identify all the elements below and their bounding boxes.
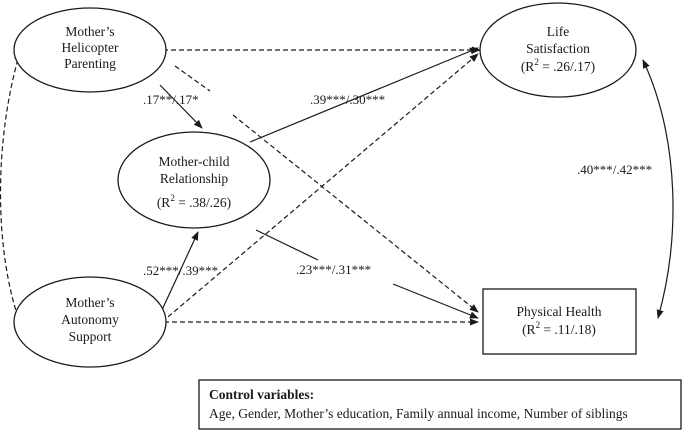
node-health-line-1: Physical Health xyxy=(516,304,601,319)
node-helicopter-parenting: Mother’s Helicopter Parenting xyxy=(13,7,167,93)
node-physical-health: Physical Health (R2 = .11/.18) xyxy=(482,288,637,355)
control-variables-box: Control variables: Age, Gender, Mother’s… xyxy=(198,379,682,430)
node-helicopter-line-3: Parenting xyxy=(64,56,116,71)
node-health-r2: (R2 = .11/.18) xyxy=(522,320,596,337)
node-life-line-2: Satisfaction xyxy=(526,41,590,56)
node-relationship-line-2: Relationship xyxy=(160,171,228,186)
path-relationship-to-health-a xyxy=(255,229,319,261)
node-relationship-r2: (R2 = .38/.26) xyxy=(157,193,231,210)
node-life-r2: (R2 = .26/.17) xyxy=(521,57,595,74)
node-life-satisfaction: Life Satisfaction (R2 = .26/.17) xyxy=(479,2,637,98)
path-helicopter-to-health-b xyxy=(232,114,479,313)
covariance-life-health xyxy=(642,59,674,319)
node-helicopter-line-1: Mother’s xyxy=(65,24,114,39)
node-relationship-line-1: Mother-child xyxy=(159,154,230,169)
control-variables-title: Control variables: xyxy=(209,387,314,402)
path-autonomy-to-life xyxy=(161,53,479,323)
coef-autonomy-to-relationship: .52***/.39*** xyxy=(143,263,218,278)
node-life-line-1: Life xyxy=(547,24,570,39)
path-relationship-to-health-b xyxy=(392,283,479,319)
path-helicopter-to-relationship xyxy=(159,84,203,129)
coef-helicopter-to-relationship: .17**/.17* xyxy=(143,92,199,107)
coef-relationship-to-life: .39***/.30*** xyxy=(310,92,385,107)
control-variables-list: Age, Gender, Mother’s education, Family … xyxy=(209,406,628,421)
path-helicopter-to-health-a xyxy=(174,65,211,92)
path-relationship-to-life xyxy=(249,47,479,143)
node-autonomy-line-2: Autonomy xyxy=(61,312,119,327)
path-autonomy-to-relationship xyxy=(161,231,199,311)
node-helicopter-line-2: Helicopter xyxy=(62,40,119,55)
node-mother-child-relationship: Mother-child Relationship (R2 = .38/.26) xyxy=(117,131,271,229)
covariance-helicopter-autonomy xyxy=(0,51,22,324)
coef-life-health-covariance: .40***/.42*** xyxy=(577,162,652,177)
node-autonomy-line-1: Mother’s xyxy=(65,295,114,310)
node-autonomy-line-3: Support xyxy=(69,329,112,344)
coef-relationship-to-health: .23***/.31*** xyxy=(296,262,371,277)
node-autonomy-support: Mother’s Autonomy Support xyxy=(13,276,167,368)
